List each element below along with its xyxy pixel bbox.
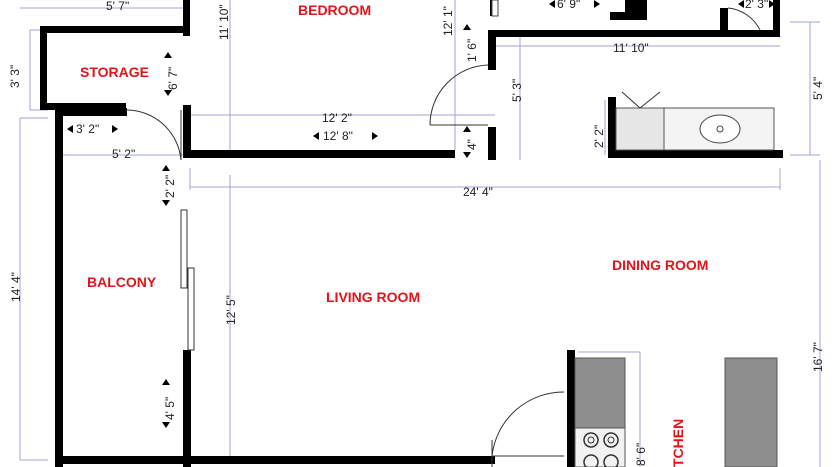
- dim-total-width: 24' 4": [463, 185, 493, 199]
- dim-balcony-height: 14' 4": [9, 272, 23, 302]
- dim-kitchen-width: 8' 6": [634, 443, 648, 466]
- kitchen-fixtures: [574, 357, 778, 467]
- windows: [180, 209, 195, 351]
- dim-bedroom-closet: 12' 1": [441, 6, 455, 36]
- dim-balcony-door: 2' 2": [163, 175, 177, 198]
- dim-bath-height: 5' 3": [510, 79, 524, 102]
- bedroom-door-arc: [429, 64, 489, 126]
- kitchen-counter-right: [724, 357, 778, 467]
- dim-bedroom-inner-width: 12' 8": [323, 129, 353, 143]
- dim-balcony-width: 5' 2": [112, 147, 135, 161]
- room-label-kitchen: TCHEN: [670, 419, 686, 467]
- dim-bedroom-width: 12' 2": [322, 111, 352, 125]
- dimension-labels: 5' 7" 11' 10" 12' 1" 6' 9" 2' 3" 3' 3" 6…: [8, 0, 825, 466]
- dim-hall-opening: 1' 6": [465, 39, 479, 62]
- dim-door-small: 4": [465, 139, 479, 150]
- kitchen-counter-left: [574, 357, 626, 429]
- dim-top-right: 2' 3": [745, 0, 768, 11]
- dim-bedroom-height: 11' 10": [217, 4, 231, 40]
- dim-storage-outer-height: 3' 3": [8, 65, 22, 88]
- walls: [40, 0, 783, 467]
- room-label-living-room: LIVING ROOM: [326, 289, 420, 305]
- dim-bath-width: 11' 10": [613, 41, 649, 55]
- dim-storage-inner: 3' 2": [76, 122, 99, 136]
- top-right-door-arc: [727, 7, 761, 31]
- stove-icon: [574, 427, 626, 467]
- dim-storage-height: 6' 7": [166, 67, 180, 90]
- dim-top-left-width: 5' 7": [106, 0, 129, 13]
- dim-door-top: 6' 9": [557, 0, 580, 11]
- entry-door-arc: [491, 391, 565, 457]
- room-label-bedroom: BEDROOM: [298, 2, 371, 18]
- dimension-arrows: [67, 0, 775, 428]
- toilet-tank: [615, 107, 665, 151]
- room-label-storage: STORAGE: [80, 64, 149, 80]
- room-label-dining-room: DINING ROOM: [612, 257, 708, 273]
- doors: [125, 7, 761, 467]
- dim-vanity: 2' 2": [592, 125, 606, 148]
- room-label-balcony: BALCONY: [87, 274, 157, 290]
- dim-right-height-upper: 5' 4": [811, 77, 825, 100]
- dim-right-height-lower: 16' 7": [811, 342, 825, 372]
- dim-living-height: 12' 5": [224, 295, 238, 325]
- dim-balcony-lower-door: 4' 5": [163, 397, 177, 420]
- storage-door-arc: [125, 109, 182, 161]
- bathroom-fixtures: [491, 0, 775, 151]
